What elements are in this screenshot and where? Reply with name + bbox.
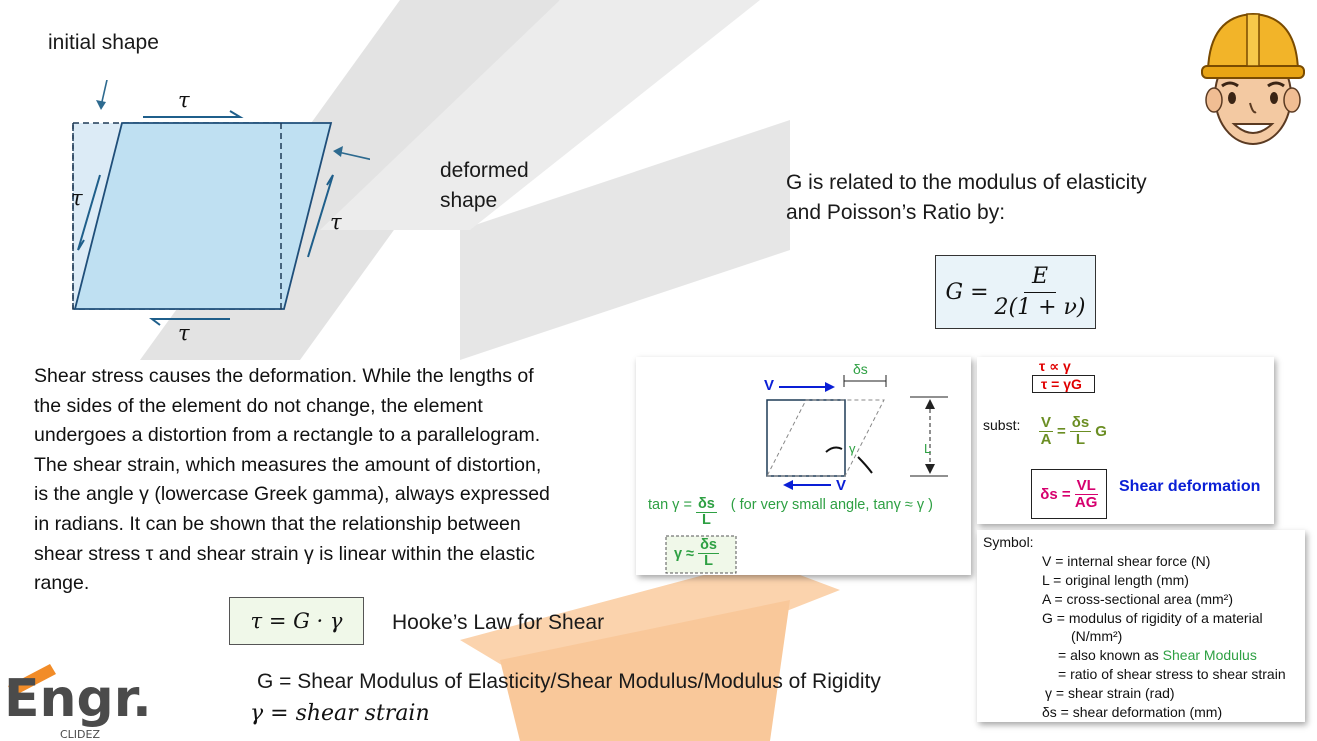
panel-square-diagram: [665, 375, 948, 574]
symbol-item-shear-modulus: = also known as Shear Modulus: [1058, 647, 1257, 663]
panel-subst-label: subst:: [983, 417, 1021, 433]
g-relation-fraction: E 2(1 + ν): [995, 265, 1086, 318]
g-definition: G = Shear Modulus of Elasticity/Shear Mo…: [257, 670, 881, 693]
panel-approx-fraction: δs L: [698, 537, 719, 570]
logo-sub-text: CLIDEZ: [60, 728, 100, 741]
panel-small-angle-note: ( for very small angle, tanγ ≈ γ ): [730, 497, 933, 513]
g-relation-lhs: G =: [945, 279, 989, 305]
paragraph-line: undergoes a distortion from a rectangle …: [34, 424, 541, 447]
panel-tan-text: tan γ =: [648, 497, 692, 513]
panel-v-top: V: [764, 377, 775, 394]
tau-right-label: τ: [330, 210, 342, 234]
relation-line-1: G is related to the modulus of elasticit…: [786, 171, 1147, 194]
symbol-item: A = cross-sectional area (mm²): [1042, 591, 1233, 607]
panel-v-bottom: V: [836, 477, 847, 494]
hooke-label: Hooke’s Law for Shear: [392, 611, 605, 634]
engr-logo: Engr. CLIDEZ: [4, 664, 152, 741]
hooke-formula: τ = G · γ: [250, 609, 343, 633]
panel-proportional: τ ∝ γ: [1039, 358, 1071, 374]
symbol-item: L = original length (mm): [1042, 572, 1189, 588]
deformed-shape-label-1: deformed: [440, 159, 529, 182]
symbol-item: V = internal shear force (N): [1042, 553, 1211, 569]
watermark-orange-shape: [500, 600, 790, 741]
left-shear-arrow: [77, 174, 101, 251]
panel-vl-ag-fraction: VL AG: [1074, 476, 1098, 511]
paragraph-line: shear stress τ and shear strain γ is lin…: [34, 542, 535, 565]
hooke-formula-box: τ = G · γ: [229, 597, 364, 645]
shear-deformation-diagram: [72, 80, 370, 326]
deformed-shape-parallelogram: [73, 122, 333, 310]
tau-top-label: τ: [178, 88, 190, 112]
shear-deformation-panel: τ ∝ γ τ = γG subst: V A = δs L G δs = VL…: [977, 357, 1274, 524]
initial-shape-label: initial shape: [48, 31, 159, 54]
deformed-shape-pointer: [337, 151, 370, 161]
tau-left-label: τ: [71, 186, 83, 210]
panel-tau-eq: τ = γG: [1032, 375, 1095, 393]
panel-tan-fraction: δs L: [695, 496, 717, 529]
g-relation-denominator: 2(1 + ν): [994, 294, 1086, 320]
watermark-gray-shape: [320, 0, 760, 230]
paragraph-line: in radians. It can be shown that the rel…: [34, 512, 521, 535]
g-relation-numerator: E: [1023, 265, 1057, 293]
watermark-gray-shape: [460, 120, 790, 360]
symbols-panel: Symbol: V = internal shear force (N) L =…: [977, 530, 1305, 722]
panel-subst-eq: V A = δs L G: [1039, 414, 1107, 448]
symbol-item: γ = shear strain (rad): [1045, 685, 1175, 701]
symbol-item: δs = shear deformation (mm): [1042, 704, 1223, 720]
top-shear-arrow: [143, 110, 244, 118]
symbol-item: (N/mm²): [1071, 628, 1123, 644]
deformed-shape-label-2: shape: [440, 189, 498, 212]
panel-approx-text: γ ≈: [674, 545, 695, 562]
g-relation-formula-box: G = E 2(1 + ν): [935, 255, 1096, 329]
paragraph-line: is the angle γ (lowercase Greek gamma), …: [34, 483, 550, 506]
panel-ds-result-box: δs = VL AG: [1031, 469, 1107, 519]
engineer-mascot-icon: [1201, 12, 1305, 145]
paragraph-line: the sides of the element do not change, …: [34, 394, 483, 417]
symbol-item: = ratio of shear stress to shear strain: [1058, 666, 1286, 682]
paragraph-line: The shear strain, which measures the amo…: [34, 453, 542, 476]
logo-main-text: Engr.: [4, 669, 152, 729]
shear-strain-panel: δs V V γ L tan γ = δs L ( for very small…: [636, 357, 971, 575]
paragraph-line: range.: [34, 572, 90, 595]
panel-ds-label: δs: [853, 361, 868, 377]
explanation-paragraph: Shear stress causes the deformation. Whi…: [34, 362, 634, 599]
panel-gamma: γ: [849, 441, 856, 456]
panel-tan-row: tan γ = δs L ( for very small angle, tan…: [648, 496, 933, 529]
panel-dsl-fraction: δs L: [1069, 414, 1092, 448]
logo-e-orange-stripe: [8, 664, 56, 696]
gamma-definition: γ = shear strain: [250, 701, 430, 726]
panel-approx-row: γ ≈ δs L: [674, 537, 719, 570]
bottom-shear-arrow: [149, 318, 230, 326]
symbol-item: G = modulus of rigidity of a material: [1042, 610, 1263, 626]
initial-shape-pointer: [100, 80, 108, 107]
panel-l-label: L: [924, 441, 932, 456]
symbols-title: Symbol:: [983, 534, 1034, 550]
tau-bottom-label: τ: [178, 321, 190, 345]
paragraph-line: Shear stress causes the deformation. Whi…: [34, 365, 534, 387]
relation-line-2: and Poisson’s Ratio by:: [786, 201, 1006, 224]
right-shear-arrow: [307, 174, 334, 258]
panel-shear-deformation-label: Shear deformation: [1119, 478, 1261, 495]
panel-va-fraction: V A: [1039, 414, 1054, 448]
